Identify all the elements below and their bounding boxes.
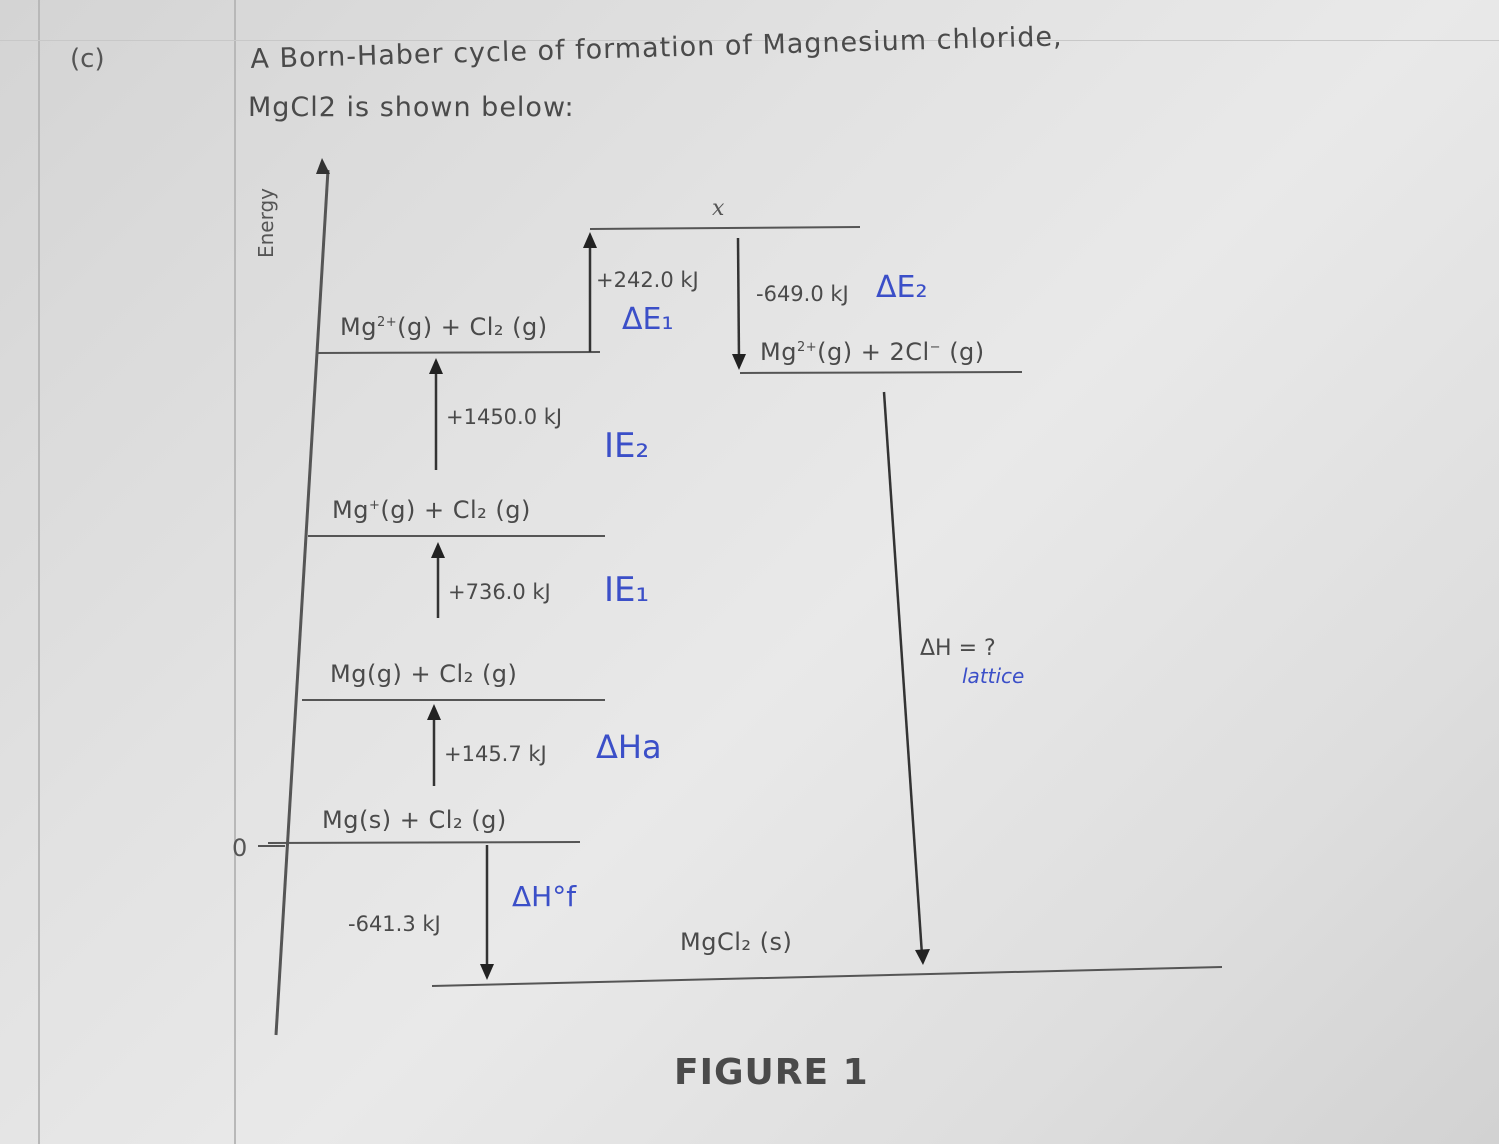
level-mg2-2cl [739, 371, 1023, 374]
handwritten-dha: ΔHa [596, 728, 662, 766]
de2-value: -649.0 kJ [756, 282, 849, 306]
level-mg-g-label: Mg(g) + Cl₂ (g) [330, 660, 518, 688]
handwritten-de1: ΔE₁ [622, 302, 674, 337]
handwritten-dhf: ΔH°f [512, 880, 577, 913]
intro-line-2: MgCl2 is shown below: [248, 92, 575, 123]
level-x-label: x [712, 196, 725, 221]
lattice-value: ΔH = ? [920, 636, 996, 661]
arrow-de2 [736, 237, 741, 363]
level-mg2-2cl-label: Mg2+(g) + 2Cl− (g) [760, 338, 985, 366]
dhf-value: -641.3 kJ [348, 912, 441, 936]
ie2-value: +1450.0 kJ [446, 405, 563, 429]
de1-value: +242.0 kJ [596, 268, 699, 292]
energy-axis-label: Energy [254, 187, 278, 258]
margin-rule-right [234, 0, 236, 1144]
figure-caption: FIGURE 1 [674, 1052, 869, 1093]
top-rule [0, 40, 1499, 41]
level-mg1-cl2-label: Mg+(g) + Cl₂ (g) [332, 496, 531, 524]
level-mgcl2-label: MgCl₂ (s) [680, 928, 793, 956]
energy-axis-arrowhead [316, 158, 330, 174]
energy-axis [274, 169, 330, 1036]
level-mgcl2 [431, 966, 1223, 987]
handwritten-ie1: IE₁ [604, 570, 650, 610]
level-mg-s [267, 841, 581, 844]
level-x [589, 226, 861, 230]
arrow-lattice [882, 391, 924, 956]
level-mg2-cl2-label: Mg2+(g) + Cl₂ (g) [340, 313, 548, 341]
ie1-value: +736.0 kJ [448, 580, 551, 604]
handwritten-lattice: lattice [962, 664, 1025, 688]
level-mg-s-label: Mg(s) + Cl₂ (g) [322, 806, 507, 834]
dha-value: +145.7 kJ [444, 742, 547, 766]
handwritten-ie2: IE₂ [604, 426, 650, 466]
handwritten-de2: ΔE₂ [876, 270, 928, 305]
margin-rule-left [38, 0, 40, 1144]
question-label: (c) [70, 44, 105, 74]
level-mg2-cl2 [315, 351, 601, 354]
zero-label: 0 [232, 834, 248, 862]
